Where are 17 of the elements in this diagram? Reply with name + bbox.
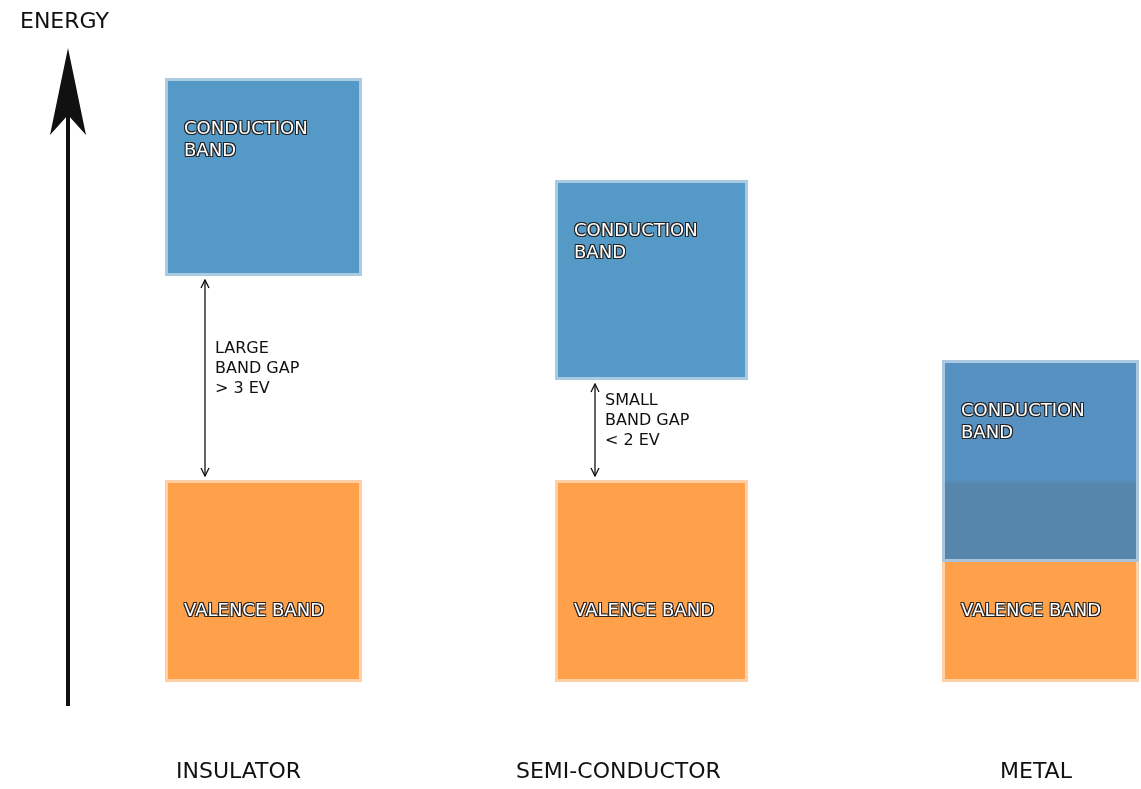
conduction-band-box [555, 180, 748, 380]
column-label: METAL [1000, 758, 1072, 783]
band-label: CONDUCTION BAND [574, 219, 699, 263]
double-arrow [590, 383, 600, 477]
band-label: VALENCE BAND [961, 599, 1102, 621]
band-label: VALENCE BAND [574, 599, 715, 621]
axis-label: ENERGY [20, 8, 109, 33]
band-label: VALENCE BAND [184, 599, 325, 621]
conduction-band-box [942, 360, 1139, 562]
band-label: CONDUCTION BAND [961, 399, 1086, 443]
double-arrow [200, 279, 210, 477]
band-label: CONDUCTION BAND [184, 117, 309, 161]
valence-band-box [165, 480, 362, 682]
conduction-band-box [165, 78, 362, 276]
column-label: INSULATOR [176, 758, 302, 783]
valence-band-box [555, 480, 748, 682]
column-label: SEMI-CONDUCTOR [516, 758, 721, 783]
